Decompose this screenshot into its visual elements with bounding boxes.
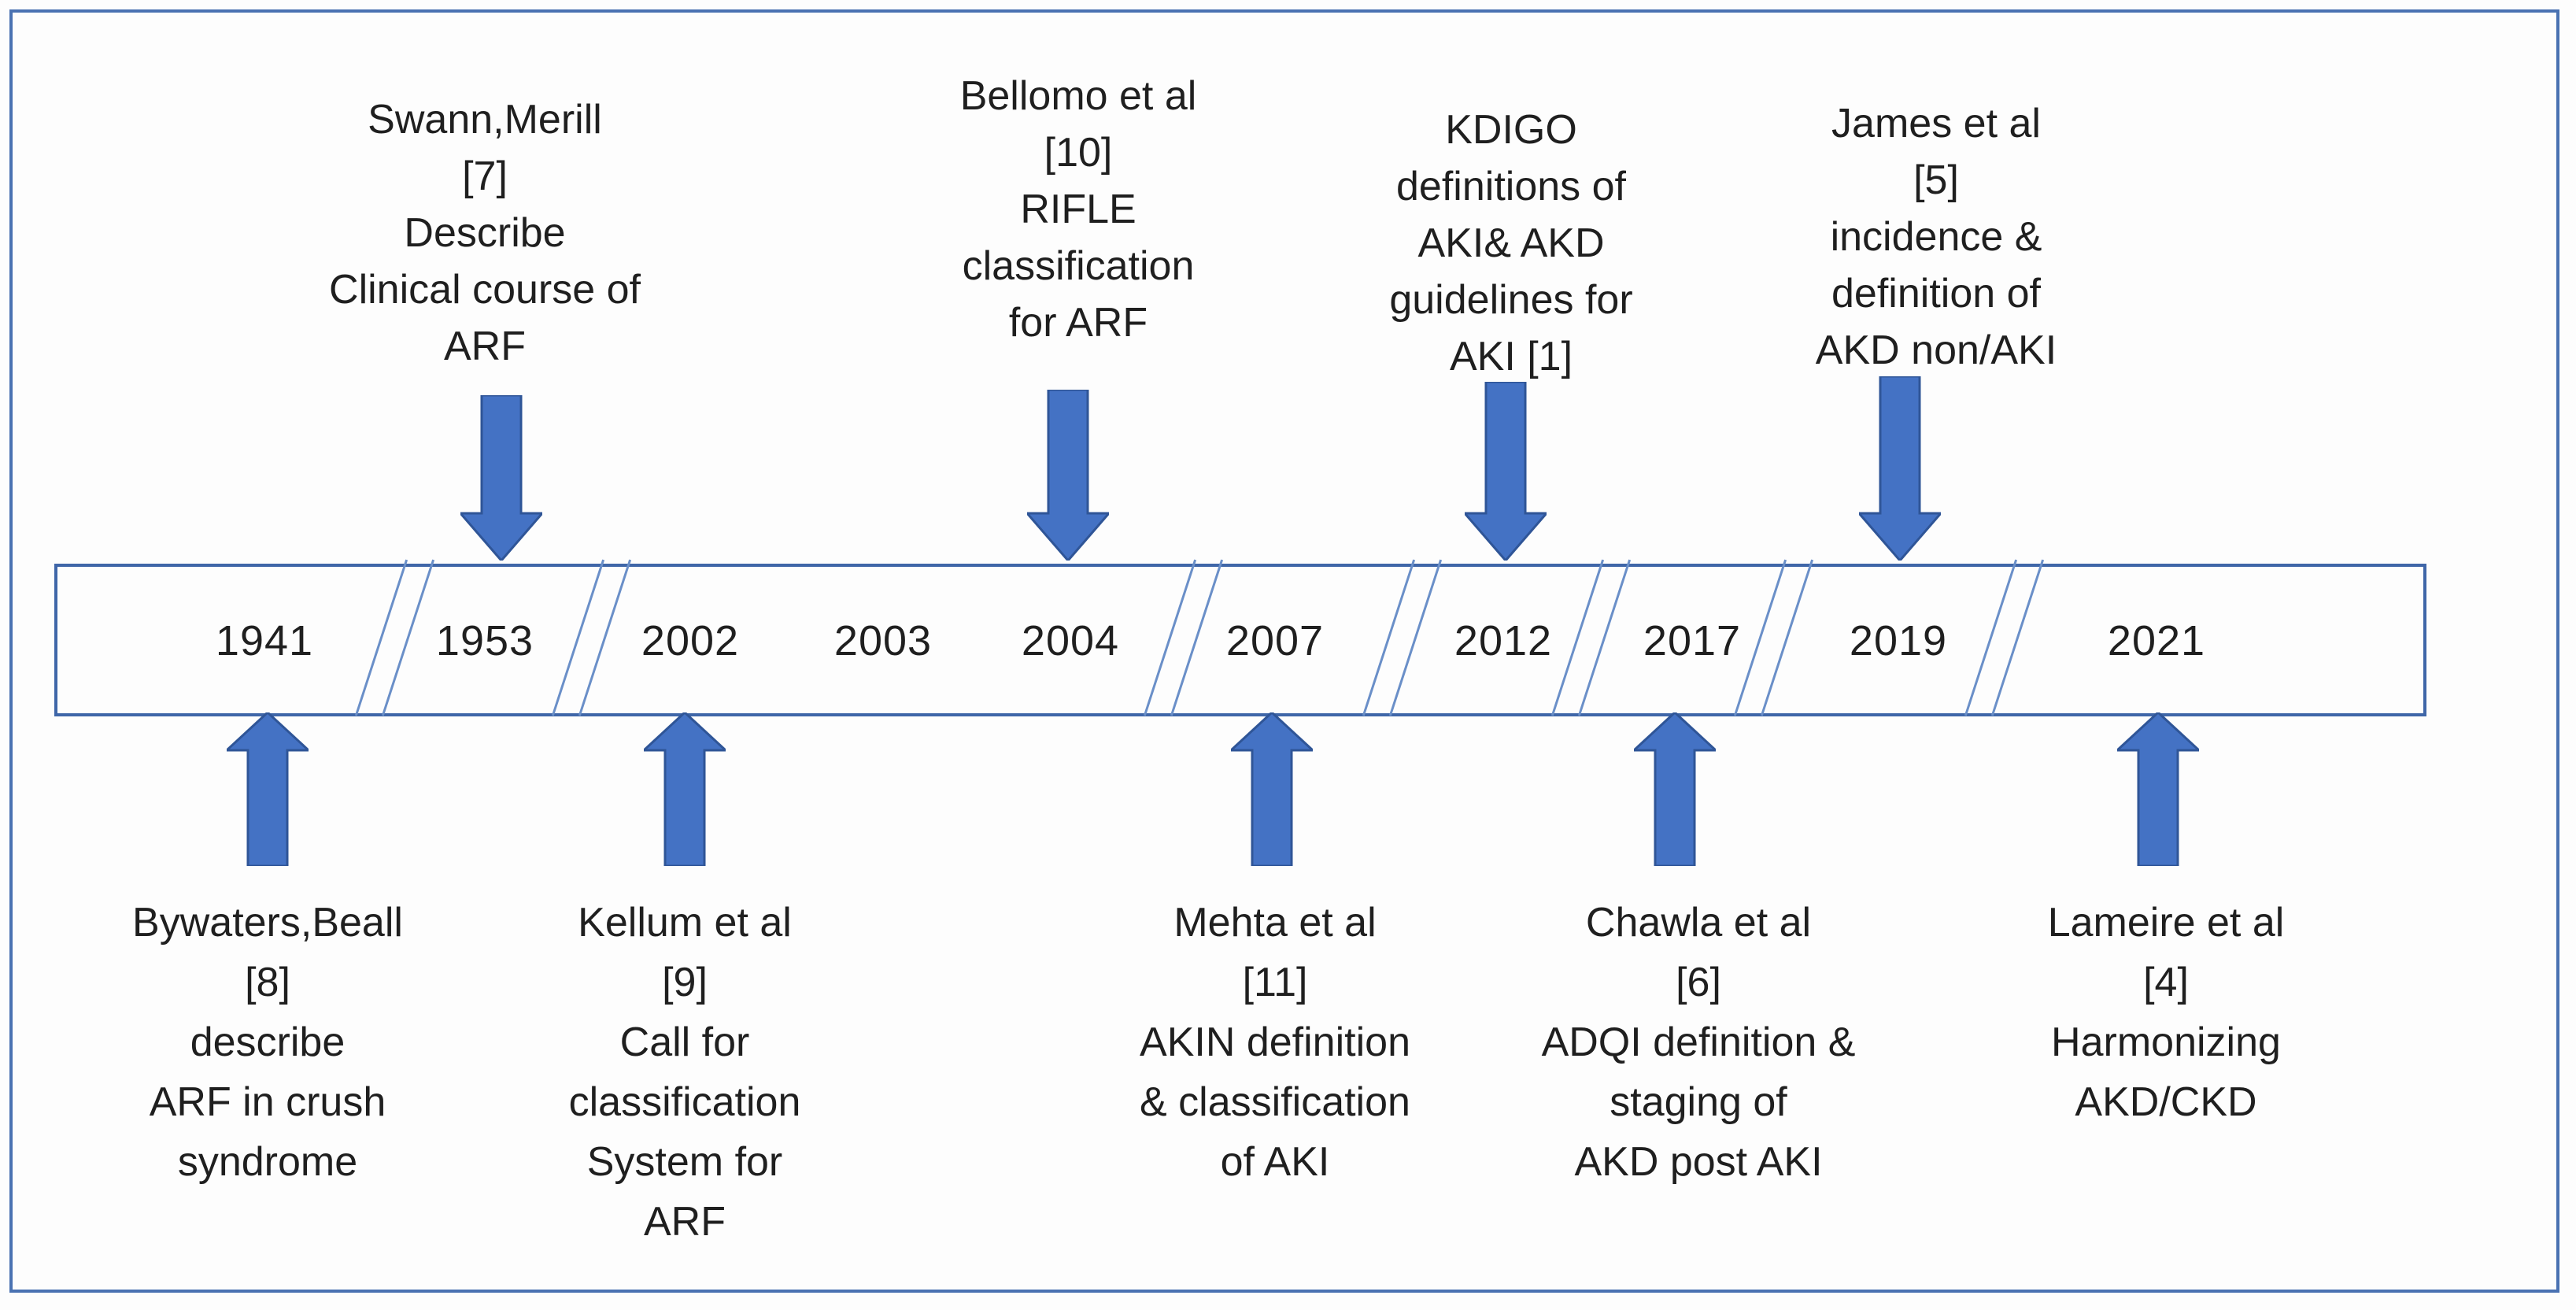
- event-label-line: ARF: [444, 324, 526, 369]
- event-label-line: James et al: [1831, 101, 2041, 146]
- event-label-line: describe: [190, 1020, 346, 1065]
- event-label-line: System for: [586, 1139, 783, 1185]
- year-label: 1941: [215, 617, 314, 664]
- event-label-line: for ARF: [1008, 300, 1148, 346]
- event-label-line: [5]: [1913, 157, 1959, 203]
- year-label: 2007: [1225, 617, 1325, 664]
- event-label-line: ARF: [644, 1199, 726, 1245]
- figure-border: [9, 9, 2559, 1293]
- event-label-line: Lameire et al: [2047, 900, 2285, 945]
- event-label-line: [4]: [2143, 960, 2189, 1005]
- up-arrow-icon: [1631, 710, 1719, 870]
- year-label: 2003: [833, 617, 933, 664]
- down-arrow-icon: [457, 394, 545, 564]
- down-arrow-icon: [1856, 375, 1944, 564]
- event-label-line: ADQI definition &: [1541, 1020, 1856, 1065]
- event-label-line: [7]: [462, 154, 508, 199]
- up-arrow-icon: [641, 710, 729, 870]
- event-label-line: AKIN definition: [1140, 1020, 1410, 1065]
- down-arrow-icon: [1024, 388, 1112, 564]
- event-label-line: AKI& AKD: [1417, 220, 1605, 266]
- event-label-line: [8]: [245, 960, 290, 1005]
- year-label: 1953: [435, 617, 534, 664]
- year-label: 2004: [1021, 617, 1120, 664]
- year-label: 2012: [1454, 617, 1553, 664]
- event-label-line: AKD post AKI: [1574, 1139, 1823, 1185]
- event-label-line: definition of: [1831, 271, 2041, 316]
- event-label: KDIGO definitions of AKI& AKD guidelines fo…: [1259, 102, 1763, 385]
- event-label: Mehta et al [11] AKIN definition & classifi…: [1023, 893, 1527, 1192]
- event-label-line: Chawla et al: [1585, 900, 1812, 945]
- up-arrow-icon: [224, 710, 312, 870]
- event-label-line: staging of: [1610, 1079, 1787, 1125]
- event-label-line: Clinical course of: [329, 267, 641, 313]
- event-label-line: RIFLE: [1020, 187, 1136, 232]
- event-label-line: KDIGO: [1445, 107, 1577, 153]
- event-label-line: Kellum et al: [578, 900, 792, 945]
- event-label-line: Describe: [404, 210, 566, 256]
- timeline-bar: [54, 564, 2426, 716]
- event-label-line: [6]: [1676, 960, 1721, 1005]
- year-label: 2002: [641, 617, 740, 664]
- event-label-line: classification: [568, 1079, 801, 1125]
- event-label-line: [10]: [1044, 130, 1113, 176]
- down-arrow-icon: [1462, 380, 1550, 564]
- event-label-line: guidelines for: [1389, 277, 1633, 323]
- event-label-line: AKD non/AKI: [1815, 328, 2057, 373]
- year-label: 2017: [1643, 617, 1742, 664]
- event-label-line: AKI [1]: [1449, 334, 1573, 379]
- event-label-line: of AKI: [1220, 1139, 1330, 1185]
- event-label-line: Call for: [619, 1020, 750, 1065]
- event-label-line: definitions of: [1396, 164, 1626, 209]
- event-label-line: classification: [962, 243, 1195, 289]
- up-arrow-icon: [2114, 710, 2202, 870]
- event-label-line: Bywaters,Beall: [132, 900, 403, 945]
- event-label-line: incidence &: [1830, 214, 2042, 260]
- event-label-line: ARF in crush: [149, 1079, 386, 1125]
- event-label-line: Mehta et al: [1173, 900, 1377, 945]
- event-label-line: & classification: [1140, 1079, 1410, 1125]
- event-label-line: AKD/CKD: [2075, 1079, 2257, 1125]
- event-label-line: [9]: [662, 960, 708, 1005]
- event-label-line: Bellomo et al: [959, 73, 1197, 119]
- event-label-line: Swann,Merill: [368, 97, 602, 142]
- year-label: 2021: [2107, 617, 2206, 664]
- year-label: 2019: [1849, 617, 1948, 664]
- up-arrow-icon: [1228, 710, 1316, 870]
- event-label-line: Harmonizing: [2051, 1020, 2281, 1065]
- event-label-line: syndrome: [177, 1139, 358, 1185]
- event-label: James et al [5] incidence & definition of AK…: [1684, 95, 2188, 379]
- event-label-line: [11]: [1242, 960, 1308, 1005]
- event-label: Bellomo et al [10] RIFLE classification for …: [826, 68, 1330, 351]
- event-label: Chawla et al [6] ADQI definition & staging …: [1447, 893, 1950, 1192]
